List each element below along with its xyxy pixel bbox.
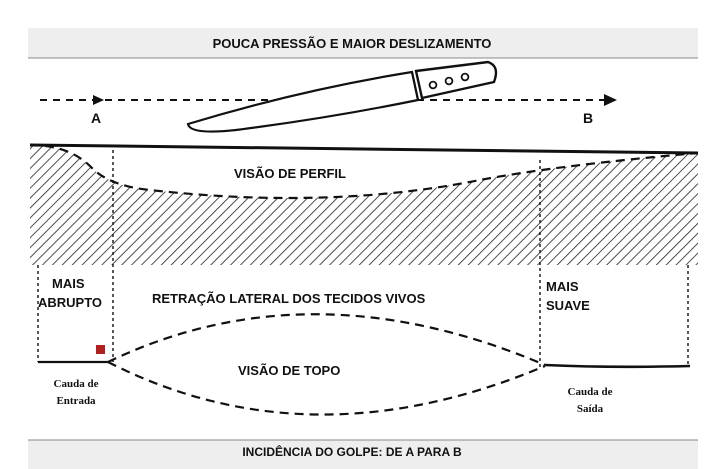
exit-tail-label-line2: Saída [576,403,604,415]
top-view-upper-edge [107,313,546,367]
wound-profile-curve [29,143,699,200]
footer-caption: INCIDÊNCIA DO GOLPE: DE A PARA B [242,445,462,459]
arrowhead-b [604,94,617,106]
profile-view-label: VISÃO DE PERFIL [234,166,346,181]
header-title: POUCA PRESSÃO E MAIOR DESLIZAMENTO [212,36,492,51]
wound-cavity [30,145,698,198]
exit-tail-line [544,363,691,369]
footer-band [28,440,698,469]
top-view-lower-edge [107,361,546,416]
right-zone-label-line2: SUAVE [546,298,590,313]
point-a-label: A [91,110,102,126]
entry-marker [96,345,105,354]
exit-tail-label-line1: Cauda de [567,386,613,398]
right-zone-label-line1: MAIS [546,279,579,294]
entry-tail-label-line2: Entrada [56,395,96,407]
entry-tail-label-line1: Cauda de [53,378,99,390]
top-view-label: VISÃO DE TOPO [238,363,341,378]
retraction-label: RETRAÇÃO LATERAL DOS TECIDOS VIVOS [152,291,426,306]
arrowhead-a [93,95,104,105]
left-zone-label-line1: MAIS [52,276,85,291]
left-zone-label-line2: ABRUPTO [38,295,103,310]
header-band [28,28,698,58]
skin-surface-line [29,143,699,155]
knife-icon [186,60,498,133]
point-b-label: B [583,110,594,126]
